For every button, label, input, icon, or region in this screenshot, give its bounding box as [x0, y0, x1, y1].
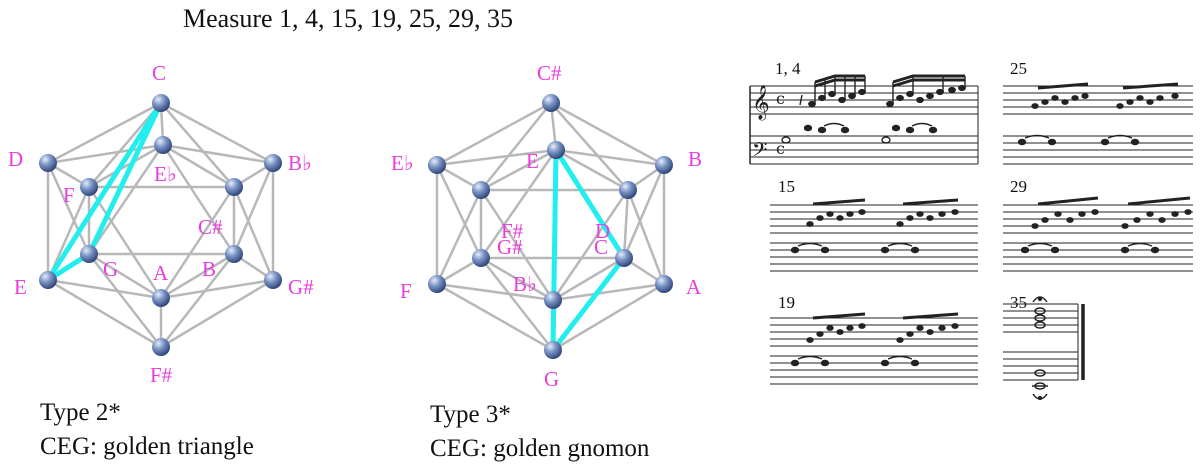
node-label: G	[544, 367, 559, 391]
node-label: D	[595, 219, 610, 243]
caption-right: Type 3* CEG: golden gnomon	[430, 398, 649, 466]
nodes-right	[428, 94, 673, 359]
node-label: B♭	[288, 151, 312, 175]
treble-clef-icon: 𝄞	[752, 85, 770, 121]
node-label: G	[103, 257, 118, 281]
measure-label: 19	[778, 293, 795, 312]
node-label: E♭	[154, 162, 177, 186]
node-label: E	[14, 275, 27, 299]
measure-label: 1, 4	[775, 59, 801, 78]
node-label: A	[153, 261, 169, 285]
measure-29: 29	[1003, 177, 1193, 272]
measure-label: 15	[778, 177, 795, 196]
measure-19: 19	[770, 293, 978, 385]
caption-type-right: Type 3*	[430, 401, 511, 428]
measure-label: 25	[1010, 59, 1027, 78]
node-label: B	[202, 257, 216, 281]
node-label: G#	[288, 275, 314, 299]
node-label: F#	[501, 219, 524, 243]
node-label: E	[526, 149, 539, 173]
node-label: A	[686, 275, 702, 299]
icosahedron-right: C# E♭ B F A G E F# D G# C B♭	[391, 61, 702, 391]
node-label: F#	[150, 363, 173, 387]
node-label: B	[688, 147, 702, 171]
caption-ceg-right: CEG: golden gnomon	[430, 435, 650, 462]
node-label: C	[152, 61, 166, 85]
golden-gnomon-right	[550, 147, 627, 353]
measure-35: 35	[1003, 293, 1085, 401]
bass-clef-icon: 𝄢	[752, 138, 767, 166]
page-title: Measure 1, 4, 15, 19, 25, 29, 35	[183, 4, 514, 33]
node-label: C	[594, 235, 608, 259]
node-label: C#	[537, 61, 562, 85]
measure-25: 25	[1003, 59, 1193, 165]
node-label: F	[63, 183, 75, 207]
svg-text:c: c	[776, 89, 785, 108]
caption-ceg-left: CEG: golden triangle	[40, 433, 254, 460]
nodes-left	[39, 94, 282, 356]
icosahedron-left: C D B♭ E G# F# E♭ F C# G B A	[8, 61, 314, 387]
node-label: G#	[497, 235, 523, 259]
node-label: F	[400, 279, 412, 303]
measure-15: 15	[770, 177, 978, 272]
measure-label: 35	[1010, 293, 1027, 312]
edges-right	[435, 101, 666, 352]
measure-label: 29	[1010, 177, 1027, 196]
caption-type-left: Type 2*	[40, 399, 121, 426]
measure-1-4: 1, 4 𝄞 𝄢 c c	[749, 59, 979, 166]
edges-left	[46, 101, 275, 349]
node-label: D	[8, 147, 23, 171]
node-label: E♭	[391, 151, 414, 175]
node-label: C#	[198, 215, 223, 239]
score-panel: 1, 4 𝄞 𝄢 c c	[749, 59, 1193, 401]
node-label: B♭	[513, 272, 537, 296]
caption-left: Type 2* CEG: golden triangle	[40, 396, 254, 464]
svg-text:c: c	[776, 139, 785, 158]
